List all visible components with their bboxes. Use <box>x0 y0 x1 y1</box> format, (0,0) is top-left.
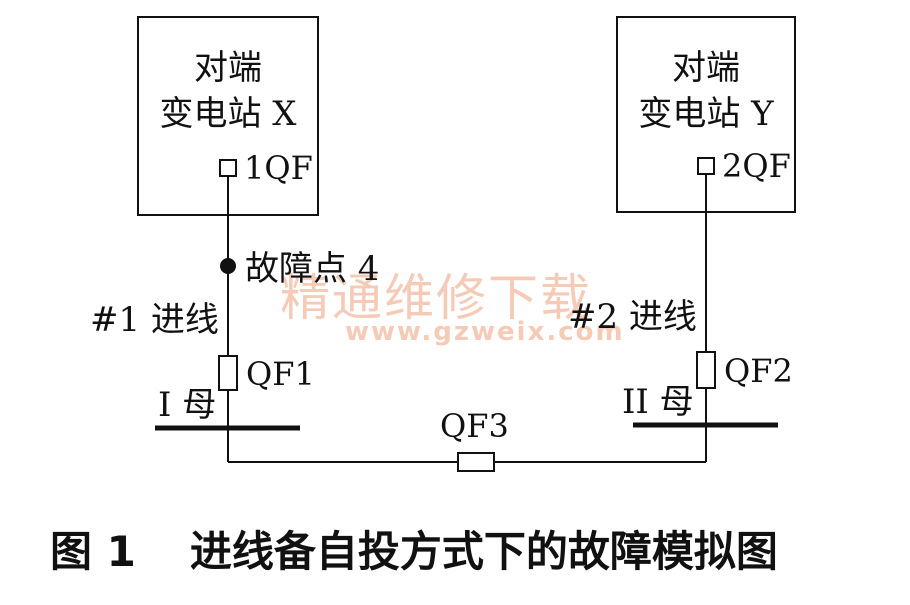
breaker-qf3-symbol <box>457 452 495 472</box>
bus-1-label: I 母 <box>158 385 217 425</box>
station-y-line2: 变电站 Y <box>638 94 774 134</box>
breaker-2qf-label: 2QF <box>722 147 791 185</box>
bus-2-label: II 母 <box>622 382 694 422</box>
station-x-line1: 对端 <box>194 48 262 88</box>
station-x-label: 对端 变电站 X <box>140 45 316 137</box>
station-x-line2: 变电站 X <box>159 94 297 134</box>
figure-title: 进线备自投方式下的故障模拟图 <box>189 527 778 576</box>
breaker-2qf-symbol <box>697 157 715 175</box>
breaker-1qf-symbol <box>219 159 237 177</box>
breaker-1qf-label: 1QF <box>244 149 313 187</box>
station-y-line1: 对端 <box>672 48 740 88</box>
watermark-url: www.gzweix.com <box>345 317 625 347</box>
fault-point-label: 故障点 4 <box>245 249 380 289</box>
breaker-qf1-label: QF1 <box>246 355 315 393</box>
line-1-label: #1 进线 <box>90 300 219 340</box>
figure-number: 图 1 <box>50 527 136 576</box>
fault-point-marker <box>220 258 236 274</box>
station-y-label: 对端 变电站 Y <box>619 45 793 137</box>
figure-caption: 图 1 进线备自投方式下的故障模拟图 <box>50 518 778 579</box>
line-2-label: #2 进线 <box>568 297 697 337</box>
breaker-qf3-label: QF3 <box>440 407 509 445</box>
breaker-qf2-label: QF2 <box>724 352 793 390</box>
breaker-qf2-symbol <box>696 351 716 389</box>
watermark-title: 精通维修下载 <box>280 269 592 327</box>
breaker-qf1-symbol <box>218 355 238 391</box>
